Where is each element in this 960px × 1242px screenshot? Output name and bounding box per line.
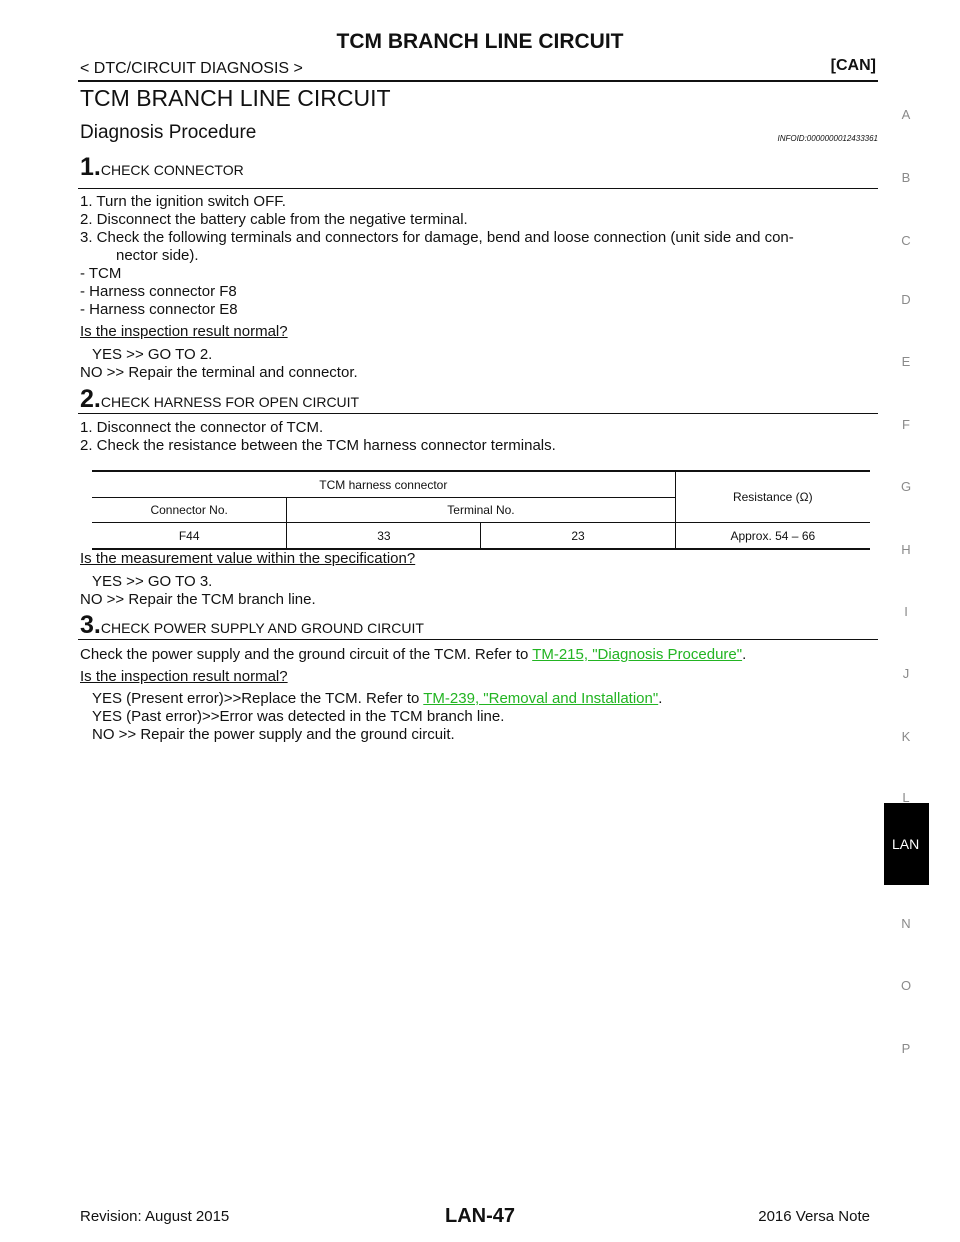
step-2-no: NO >> Repair the TCM branch line. [80,591,316,608]
step-3-yes-present-text: YES (Present error)>>Replace the TCM. Re… [92,690,424,707]
table-cell-terminal-b: 23 [480,522,676,549]
step-3-title: CHECK POWER SUPPLY AND GROUND CIRCUIT [100,620,424,636]
footer-model: 2016 Versa Note [758,1208,870,1225]
step-1-subitem: - Harness connector E8 [80,301,238,318]
sidebar-letter-i[interactable]: I [904,604,908,619]
step-1-item: 1. Turn the ignition switch OFF. [80,193,286,210]
step-3-rule [78,639,878,640]
step-2-number: 2. [80,385,101,413]
step-1-item-cont: nector side). [116,247,199,264]
step-2-heading: 2.CHECK HARNESS FOR OPEN CIRCUIT [80,385,359,414]
step-3-yes-present-after: . [658,690,663,707]
step-1-subitem: - Harness connector F8 [80,283,237,300]
table-group-header: TCM harness connector [92,471,676,498]
table-cell-resistance: Approx. 54 – 66 [674,522,870,549]
step-3-text-before: Check the power supply and the ground ci… [80,646,533,663]
step-1-question: Is the inspection result normal? [80,323,288,340]
step-1-number: 1. [80,153,101,181]
table-resistance-header: Resistance (Ω) [674,471,870,523]
info-id: INFOID:0000000012433361 [777,134,878,143]
step-3-heading: 3.CHECK POWER SUPPLY AND GROUND CIRCUIT [80,611,424,640]
step-1-yes: YES >> GO TO 2. [92,346,213,363]
step-1-heading: 1.CHECK CONNECTOR [80,153,244,182]
sidebar-letter-k[interactable]: K [901,729,911,744]
sidebar-letter-b[interactable]: B [901,170,911,185]
step-1-item: 2. Disconnect the battery cable from the… [80,211,468,228]
step-2-title: CHECK HARNESS FOR OPEN CIRCUIT [100,394,360,410]
link-diagnosis-procedure[interactable]: TM-215, "Diagnosis Procedure" [532,646,743,663]
sidebar-letter-h[interactable]: H [901,542,911,557]
step-2-question: Is the measurement value within the spec… [80,550,416,567]
sidebar-letter-a[interactable]: A [901,107,911,122]
breadcrumb: < DTC/CIRCUIT DIAGNOSIS > [80,60,303,77]
step-2-item: 1. Disconnect the connector of TCM. [80,419,324,436]
sidebar-letter-d[interactable]: D [901,292,911,307]
sidebar-letter-n[interactable]: N [901,916,911,931]
step-2-yes: YES >> GO TO 3. [92,573,213,590]
resistance-table: TCM harness connector Resistance (Ω) Con… [92,470,870,550]
step-1-rule [78,188,878,189]
table-cell-connector: F44 [178,528,200,543]
step-1-no: NO >> Repair the terminal and connector. [80,364,358,381]
table-row: F44 33 23 Approx. 54 – 66 [92,522,870,549]
step-3-question: Is the inspection result normal? [80,668,288,685]
footer-revision: Revision: August 2015 [80,1208,230,1225]
header-rule [78,80,878,82]
sidebar-letter-g[interactable]: G [900,479,912,494]
sidebar-tab-active[interactable]: LAN [884,803,929,885]
header-title: TCM BRANCH LINE CIRCUIT [336,30,624,53]
table-terminal-header: Terminal No. [286,497,676,523]
link-removal-installation[interactable]: TM-239, "Removal and Installation" [423,690,659,707]
sidebar-tab-label: LAN [892,836,920,852]
step-2-item: 2. Check the resistance between the TCM … [80,437,556,454]
sidebar-letter-o[interactable]: O [900,978,912,993]
step-3-number: 3. [80,611,101,639]
table-connector-header: Connector No. [92,497,287,523]
step-1-title: CHECK CONNECTOR [100,162,244,178]
step-1-item: 3. Check the following terminals and con… [80,229,794,246]
table-cell-terminal-a: 33 [286,522,481,549]
step-3-text: Check the power supply and the ground ci… [80,646,746,663]
step-3-no: NO >> Repair the power supply and the gr… [92,726,455,743]
sidebar-letter-l[interactable]: L [902,790,910,805]
sidebar-letter-e[interactable]: E [901,354,911,369]
sidebar-letter-c[interactable]: C [901,233,911,248]
sidebar-letter-p[interactable]: P [901,1041,911,1056]
sidebar-letter-f[interactable]: F [902,417,910,432]
section-title: Diagnosis Procedure [80,122,257,143]
footer-page-number: LAN-47 [444,1205,515,1227]
step-1-subitem: - TCM [80,265,122,282]
section-tag: [CAN] [830,57,876,74]
page-title: TCM BRANCH LINE CIRCUIT [80,85,391,111]
step-3-text-after: . [742,646,747,663]
step-3-yes-present: YES (Present error)>>Replace the TCM. Re… [92,690,662,707]
sidebar-letter-j[interactable]: J [902,666,910,681]
step-3-yes-past: YES (Past error)>>Error was detected in … [92,708,505,725]
step-2-rule [78,413,878,414]
